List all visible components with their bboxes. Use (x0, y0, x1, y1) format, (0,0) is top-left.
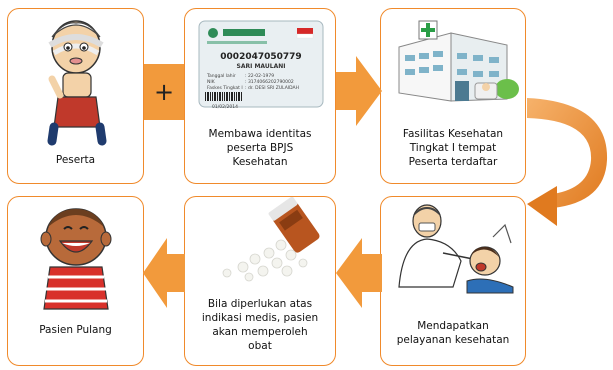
step-label-peserta: Peserta (55, 154, 96, 166)
plus-connector: + (144, 64, 184, 120)
arrow-left-2 (143, 238, 185, 308)
step-box-faskes: Fasilitas Kesehatan Tingkat I tempat Pes… (380, 8, 526, 184)
card-row-2: NIK: 3174066202790002 (207, 79, 294, 85)
step-box-obat: Bila diperlukan atas indikasi medis, pas… (184, 196, 336, 366)
doctor-patient-icon (398, 204, 514, 294)
card-date: 01/02/2014 (212, 104, 238, 110)
happy-child-icon (40, 208, 112, 310)
card-number: 0002047050779 (220, 52, 301, 62)
step-box-identitas: 0002047050779 SARI MAULANI Tanggal lahir… (184, 8, 336, 184)
card-row-1: Tanggal lahir: 22-02-1979 (206, 73, 274, 79)
step-label-identitas: Membawa identitas peserta BPJS Kesehatan (208, 128, 312, 168)
bpjs-card-icon: 0002047050779 SARI MAULANI Tanggal lahir… (198, 20, 324, 110)
step-label-faskes: Fasilitas Kesehatan Tingkat I tempat Pes… (402, 128, 504, 168)
plus-sign: + (154, 78, 174, 106)
sick-person-icon (47, 20, 107, 146)
step-box-peserta: Peserta (7, 8, 144, 184)
arrow-right-1 (336, 56, 382, 126)
step-label-pulang: Pasien Pulang (39, 324, 112, 336)
step-box-pelayanan: Mendapatkan pelayanan kesehatan (380, 196, 526, 366)
step-box-pulang: Pasien Pulang (7, 196, 144, 366)
medicine-pills-icon (203, 197, 320, 282)
arrow-left-1 (336, 238, 382, 308)
step-label-obat: Bila diperlukan atas indikasi medis, pas… (201, 298, 319, 352)
card-name: SARI MAULANI (237, 63, 286, 70)
arrow-curved-down (527, 98, 608, 226)
barcode (205, 92, 242, 101)
step-label-pelayanan: Mendapatkan pelayanan kesehatan (396, 320, 510, 346)
health-facility-icon (398, 20, 519, 102)
card-row-3: Faskes Tingkat I: dr. DESI SRI ZULAIDAH (207, 85, 299, 91)
